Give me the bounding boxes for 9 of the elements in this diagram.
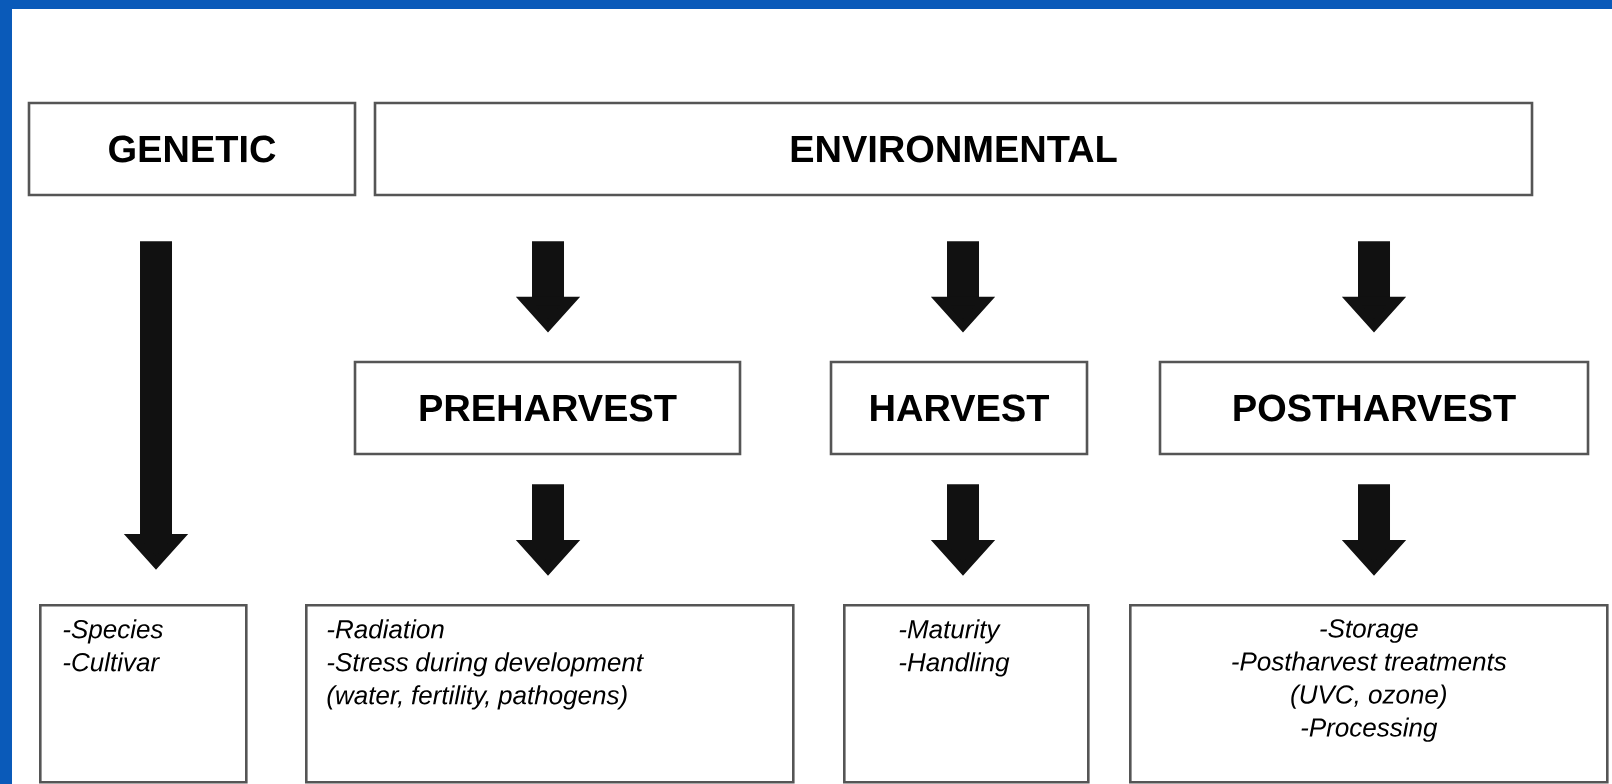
factor-list-box: -Storage -Postharvest treatments (UVC, ozone) -Processing: [1129, 604, 1609, 784]
factor-list-box: -Maturity -Handling: [843, 604, 1090, 784]
stage-box: PREHARVEST: [353, 360, 742, 456]
factor-list-box: -Species -Cultivar: [39, 604, 248, 784]
category-box: ENVIRONMENTAL: [373, 101, 1534, 197]
stage-box: POSTHARVEST: [1158, 360, 1590, 456]
factor-list-box: -Radiation -Stress during development (water, fertility, pathogens): [305, 604, 795, 784]
stage-box: HARVEST: [829, 360, 1089, 456]
category-box: GENETIC: [27, 101, 357, 197]
